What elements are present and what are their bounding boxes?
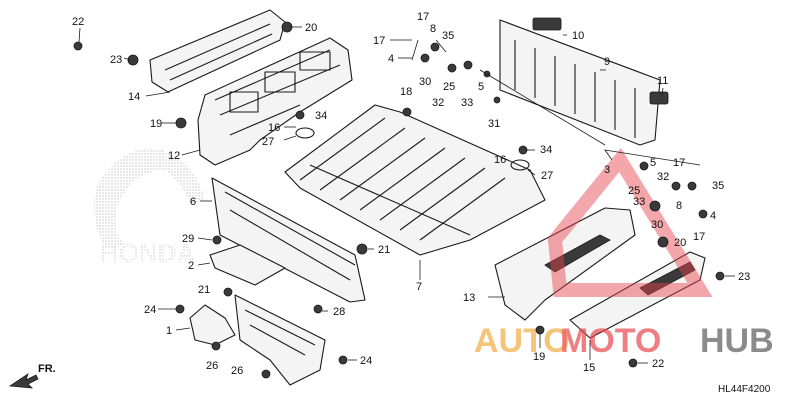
- callout-8: 8: [676, 200, 682, 212]
- callout-5: 5: [650, 157, 656, 169]
- front-direction-arrow: FR.: [8, 363, 56, 389]
- callout-16: 16: [494, 154, 506, 166]
- callout-3: 3: [604, 164, 610, 176]
- callout-1: 1: [166, 325, 172, 337]
- automotohub-watermark: AUTO MOTO HUB: [474, 147, 774, 360]
- callout-19: 19: [533, 351, 545, 363]
- callout-labels: 22 23 20 14 19 12 17 17 8 35 4 30 25 32 …: [72, 11, 750, 377]
- honda-logo-watermark: HONDA: [93, 148, 205, 268]
- svg-text:HONDA: HONDA: [100, 238, 196, 268]
- callout-16: 16: [268, 122, 280, 134]
- callout-27: 27: [541, 170, 553, 182]
- callout-30: 30: [651, 219, 663, 231]
- callout-25: 25: [443, 81, 455, 93]
- watermark-text-hub: HUB: [700, 322, 774, 360]
- callout-2: 2: [188, 260, 194, 272]
- callout-30: 30: [419, 76, 431, 88]
- callout-10: 10: [572, 30, 584, 42]
- callout-33: 33: [633, 196, 645, 208]
- callout-19: 19: [150, 118, 162, 130]
- callout-24: 24: [144, 304, 156, 316]
- callout-32: 32: [432, 97, 444, 109]
- callout-34: 34: [315, 110, 327, 122]
- callout-27: 27: [262, 136, 274, 148]
- callout-17: 17: [373, 35, 385, 47]
- part-12-left-bed-side: [197, 37, 353, 166]
- callout-5: 5: [478, 81, 484, 93]
- watermark-text-moto: MOTO: [560, 322, 661, 360]
- callout-14: 14: [128, 91, 140, 103]
- callout-17: 17: [417, 11, 429, 23]
- callout-26: 26: [231, 365, 243, 377]
- callout-4: 4: [710, 210, 716, 222]
- callout-22: 22: [652, 358, 664, 370]
- part-2-bracket: [209, 244, 286, 286]
- part-13-right-cover: [494, 207, 706, 339]
- callout-17: 17: [693, 231, 705, 243]
- callout-35: 35: [442, 30, 454, 42]
- callout-31: 31: [488, 118, 500, 130]
- callout-23: 23: [110, 54, 122, 66]
- callout-23: 23: [738, 271, 750, 283]
- callout-24: 24: [360, 355, 372, 367]
- callout-13: 13: [463, 292, 475, 304]
- callout-32: 32: [657, 171, 669, 183]
- part-14-left-rail-cover: [149, 9, 286, 93]
- part-11-latch: [649, 91, 669, 105]
- callout-8: 8: [430, 23, 436, 35]
- part-7-bed-floor: [284, 104, 546, 256]
- part-10-handle: [532, 17, 562, 31]
- callout-35: 35: [712, 180, 724, 192]
- part-6-lower-rail: [211, 177, 366, 303]
- front-arrow-label: FR.: [38, 363, 56, 375]
- callout-21: 21: [378, 244, 390, 256]
- callout-20: 20: [674, 237, 686, 249]
- callout-15: 15: [583, 362, 595, 374]
- callout-25: 25: [628, 185, 640, 197]
- callout-11: 11: [657, 75, 668, 87]
- diagram-code: HL44F4200: [718, 384, 771, 395]
- callout-29: 29: [182, 233, 194, 245]
- part-9-tailgate: [499, 19, 661, 146]
- callout-28: 28: [333, 306, 345, 318]
- callout-22: 22: [72, 16, 84, 28]
- part-1-rear-cover: [189, 294, 326, 386]
- callout-20: 20: [305, 22, 317, 34]
- callout-34: 34: [540, 144, 552, 156]
- callout-9: 9: [604, 56, 610, 68]
- callout-33: 33: [461, 97, 473, 109]
- callout-17: 17: [673, 157, 685, 169]
- watermark-text-auto: AUTO: [474, 322, 570, 360]
- callout-7: 7: [416, 281, 422, 293]
- fasteners: [73, 21, 725, 379]
- callout-12: 12: [168, 150, 180, 162]
- callout-18: 18: [400, 86, 412, 98]
- callout-4: 4: [388, 53, 394, 65]
- leader-lines: [78, 26, 735, 364]
- callout-6: 6: [190, 196, 196, 208]
- callout-21: 21: [198, 284, 210, 296]
- callout-26: 26: [206, 360, 218, 372]
